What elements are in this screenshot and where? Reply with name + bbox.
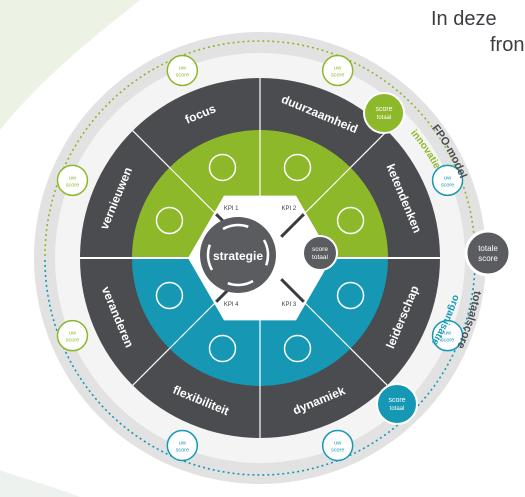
uw-score-circle [321, 54, 354, 87]
cycle-arrow [222, 223, 249, 231]
uw-score-line-2: score [66, 338, 79, 344]
kpi-label: KPI 3 [281, 302, 296, 308]
uw-score-circle [166, 429, 199, 462]
strategy-label: strategie [213, 249, 263, 263]
organisatie-score-line-2: totaal [390, 406, 405, 412]
uw-score-line-2: score [441, 338, 454, 344]
uw-score-circle [431, 164, 464, 197]
uw-score-line-1: uw [69, 175, 76, 181]
ant-icon [283, 334, 312, 363]
kpi-spike [280, 213, 305, 238]
cycle-arrow [206, 244, 214, 271]
innovatie-score-badge [363, 92, 405, 134]
totale-score-line-1: totale [478, 244, 498, 253]
wedge-divider [303, 301, 351, 349]
uw-score-line-2: score [176, 448, 189, 454]
uw-score-circle [321, 429, 354, 462]
uw-score-line-2: score [66, 182, 79, 188]
kpi-label: KPI 1 [224, 206, 239, 212]
uw-score-line-2: score [441, 182, 454, 188]
cycle-arrow [262, 239, 270, 266]
innovatie-guide [44, 40, 476, 257]
wedge-divider [169, 301, 217, 349]
header-line-1: In deze [431, 8, 497, 30]
uw-score-line-2: score [331, 72, 344, 78]
wedge-divider [303, 167, 351, 215]
organisatie-score-line-1: score [388, 397, 405, 404]
uw-score-line-1: uw [69, 331, 76, 337]
innovatie-score-line-1: score [375, 106, 392, 113]
uw-score-line-1: uw [179, 65, 186, 71]
cycle-arrow [227, 279, 254, 287]
kpi-spike [280, 278, 305, 303]
octopus-icon [155, 281, 184, 310]
uw-score-line-2: score [331, 448, 344, 454]
center-score-line-1: score [312, 246, 328, 253]
organisatie-score-badge [376, 383, 418, 425]
background-leaf [0, 0, 140, 130]
innovatie-score-line-2: totaal [377, 115, 392, 121]
organisatie-guide [44, 259, 476, 476]
center-score-badge [302, 235, 338, 271]
seahorse-icon [208, 334, 237, 363]
kpi-label: KPI 2 [281, 206, 296, 212]
uw-score-circle [56, 319, 89, 352]
uw-score-circle [56, 164, 89, 197]
eagle-icon [208, 153, 237, 182]
totale-score-line-2: score [478, 254, 498, 263]
uw-score-line-1: uw [334, 65, 341, 71]
flamingo-icon [336, 206, 365, 235]
uw-score-line-1: uw [444, 175, 451, 181]
totale-score-badge [464, 229, 512, 277]
uw-score-line-1: uw [179, 441, 186, 447]
uw-score-line-1: uw [334, 441, 341, 447]
strategy-circle [200, 217, 276, 293]
uw-score-line-2: score [176, 72, 189, 78]
background-shape [0, 470, 80, 497]
aardvark-icon [283, 153, 312, 182]
uw-score-circle [431, 319, 464, 352]
wedge-divider [169, 167, 217, 215]
kpi-label: KPI 4 [224, 302, 239, 308]
center-score-line-2: totaal [312, 254, 328, 261]
header-line-2: fron [490, 34, 525, 56]
uw-score-line-1: uw [444, 331, 451, 337]
uw-score-circle [166, 54, 199, 87]
gorilla-icon [336, 281, 365, 310]
nautilus-icon [155, 206, 184, 235]
